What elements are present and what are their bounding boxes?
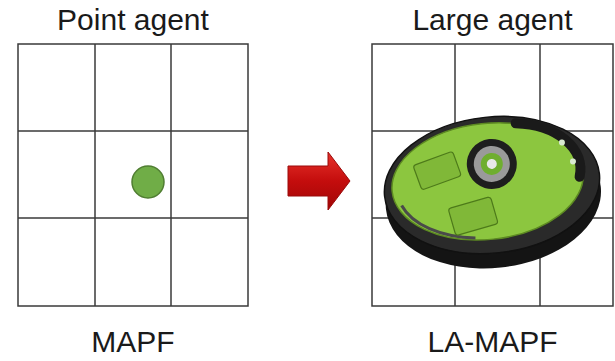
block-arrow xyxy=(288,152,350,210)
grid-border xyxy=(18,44,248,306)
grid-map: Large agentLA-MAPF xyxy=(372,44,613,306)
robot-button-ring xyxy=(472,144,512,184)
robot-top xyxy=(386,114,589,249)
grid-line xyxy=(94,44,96,306)
grid-border xyxy=(372,44,613,306)
point-agent-dot xyxy=(132,166,164,198)
grid-map: Point agentMAPF xyxy=(18,44,248,306)
robot-vacuum xyxy=(377,106,608,279)
robot-light xyxy=(570,158,577,165)
panel-caption: LA-MAPF xyxy=(372,326,613,358)
robot-panel xyxy=(448,197,498,236)
panel-heading: Large agent xyxy=(372,4,613,36)
robot-button-center xyxy=(486,158,497,169)
robot-button xyxy=(480,152,504,176)
robot-panel xyxy=(413,151,461,190)
robot-button-ring xyxy=(464,136,519,191)
right-grid xyxy=(372,44,613,306)
robot-light xyxy=(559,139,566,146)
grid-line xyxy=(18,217,248,219)
left-grid xyxy=(18,44,248,306)
panel-caption: MAPF xyxy=(18,326,248,358)
grid-line xyxy=(170,44,172,306)
robot-body xyxy=(377,106,606,264)
panel-heading: Point agent xyxy=(18,4,248,36)
grid-line xyxy=(18,130,248,132)
robot-handle xyxy=(516,117,582,183)
